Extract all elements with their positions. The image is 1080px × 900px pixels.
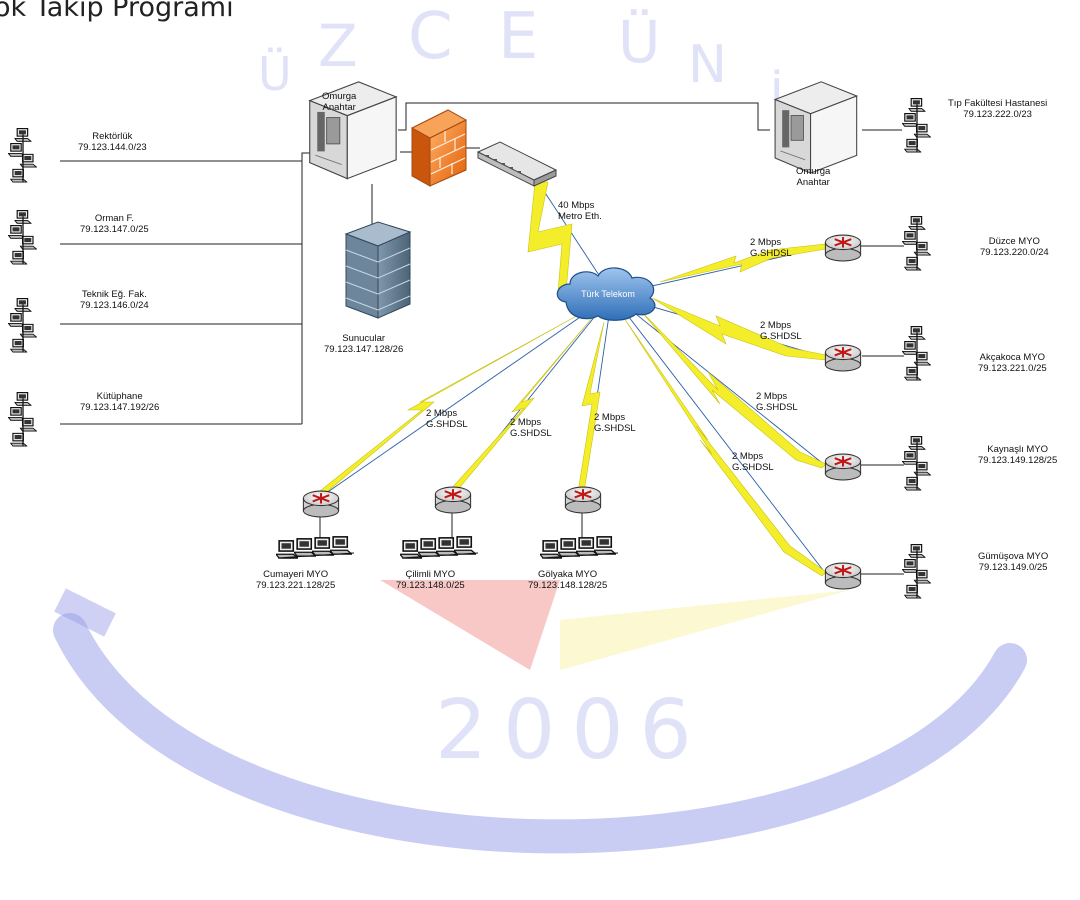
watermark-letter-c: C [408, 0, 453, 74]
pc-group-gumusova-icon [902, 545, 930, 598]
lan-label-orman: Orman F.79.123.147.0/25 [80, 213, 149, 235]
watermark-letter-n: N [688, 35, 727, 95]
watermark-letter-e: E [498, 0, 538, 74]
router-cumayeri-icon [302, 490, 340, 518]
router-cilimli-icon [434, 486, 472, 514]
lan-label-teknik: Teknik Eğ. Fak.79.123.146.0/24 [80, 289, 149, 311]
cloud-label: Türk Telekom [581, 289, 635, 299]
pc-group-rektorluk-icon [8, 129, 36, 182]
pc-group-akcakoca-icon [902, 327, 930, 380]
pc-group-orman-icon [8, 211, 36, 264]
router-duzce-icon [824, 234, 862, 262]
watermark-red-shape [380, 580, 560, 670]
watermark-letter-u2: Ü [618, 8, 660, 76]
router-akcakoca-icon [824, 344, 862, 372]
pc-group-hospital-icon [902, 99, 930, 152]
bolt-golyaka [577, 321, 605, 493]
watermark-letter-z: Z [318, 12, 358, 80]
router-kaynasli-icon [824, 453, 862, 481]
pc-group-duzce-icon [902, 217, 930, 270]
firewall-icon [410, 109, 468, 187]
watermark: Ü Z C E Ü N İ 2006 [53, 0, 1027, 854]
cloud-icon [556, 267, 656, 321]
watermark-left-stripe [54, 588, 116, 637]
page-title: ok Takip Programı [0, 0, 234, 23]
pc-group-teknik-icon [8, 299, 36, 352]
server-rack-icon [344, 221, 412, 319]
backbone-switch-right-icon [774, 81, 858, 174]
watermark-letter-u: Ü [258, 47, 292, 101]
pc-group-kaynasli-icon [902, 437, 930, 490]
metro-switch-icon [476, 141, 558, 187]
watermark-yellow-shape [560, 590, 850, 670]
bolt-gumusova [623, 317, 827, 577]
lightning-bolts [315, 181, 827, 577]
pc-group-golyaka-icon [540, 536, 619, 559]
bolt-kaynasli [639, 309, 827, 469]
router-golyaka-icon [564, 486, 602, 514]
bolt-duzce [659, 243, 827, 283]
watermark-blue-arc [53, 613, 1027, 854]
router-gumusova-icon [824, 562, 862, 590]
bolt-metro [527, 181, 573, 293]
pc-group-kutuphane-icon [8, 393, 36, 446]
bolt-cilimli [449, 317, 593, 493]
pc-group-cilimli-icon [400, 536, 479, 559]
watermark-year: 2006 [435, 683, 708, 778]
pc-group-cumayeri-icon [276, 536, 355, 559]
